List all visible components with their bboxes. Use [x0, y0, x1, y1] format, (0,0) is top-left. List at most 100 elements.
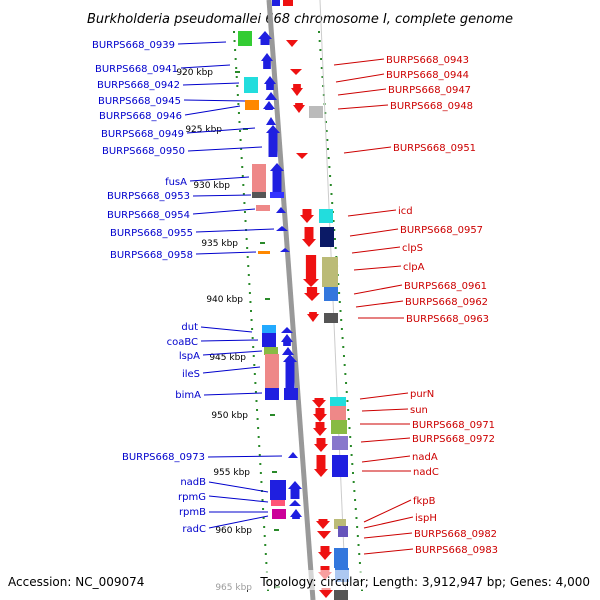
- guide-dot: [356, 535, 359, 537]
- guide-dot: [243, 202, 246, 204]
- gene-label: BURPS668_0957: [400, 225, 483, 236]
- guide-dot: [343, 364, 346, 366]
- gene-block: [334, 519, 346, 529]
- leader-line: [361, 408, 409, 412]
- gene-block: [332, 455, 348, 477]
- leader-line: [189, 176, 250, 182]
- guide-dot: [322, 85, 325, 87]
- guide-dot: [265, 562, 268, 564]
- reverse-gene-arrow: [300, 209, 314, 223]
- tick-mark: [260, 242, 265, 244]
- footer-backdrop: [0, 570, 600, 590]
- gene-block: [320, 227, 334, 247]
- guide-dot: [327, 148, 330, 150]
- guide-dot: [252, 346, 255, 348]
- guide-dot: [235, 67, 238, 69]
- guide-dot: [248, 292, 251, 294]
- tick-mark: [270, 414, 275, 416]
- topology-text: Topology: circular; Length: 3,912,947 bp…: [259, 575, 590, 589]
- guide-dot: [332, 220, 335, 222]
- gene-block: [244, 77, 258, 93]
- gene-block: [309, 106, 323, 118]
- guide-dot: [243, 211, 246, 213]
- gene-label: radC: [182, 524, 206, 535]
- leader-line: [349, 228, 399, 237]
- guide-dot: [347, 418, 350, 420]
- reverse-gene-arrow: [302, 227, 316, 247]
- gene-label: BURPS668_0943: [386, 55, 469, 66]
- gene-label: ispH: [415, 513, 437, 524]
- gene-block: [262, 333, 276, 347]
- gene-label: bimA: [175, 390, 201, 401]
- leader-line: [363, 499, 412, 523]
- gene-label: clpA: [403, 262, 425, 273]
- guide-dot: [250, 319, 253, 321]
- gene-label: BURPS668_0954: [107, 210, 190, 221]
- guide-dot: [234, 49, 237, 51]
- guide-dot: [252, 355, 255, 357]
- guide-dot: [233, 31, 235, 33]
- guide-dot: [342, 346, 345, 348]
- reverse-gene-arrow: [290, 69, 302, 75]
- guide-dot: [325, 130, 328, 132]
- gene-label: BURPS668_0961: [404, 281, 487, 292]
- leader-line: [208, 481, 269, 493]
- guide-dot: [246, 256, 249, 258]
- guide-dot: [244, 220, 247, 222]
- gene-label: BURPS668_0948: [390, 101, 473, 112]
- gene-label: BURPS668_0946: [99, 111, 182, 122]
- gene-block: [334, 590, 348, 600]
- tick-label: 945 kbp: [209, 353, 246, 363]
- leader-line: [359, 392, 409, 400]
- reverse-gene-arrow: [293, 103, 305, 113]
- leader-line: [195, 228, 275, 233]
- guide-dot: [351, 472, 354, 474]
- guide-dot: [242, 184, 245, 186]
- guide-dot: [258, 454, 261, 456]
- gene-label: BURPS668_0953: [107, 191, 190, 202]
- forward-gene-arrow: [281, 327, 293, 333]
- tick-label: 925 kbp: [185, 125, 222, 135]
- guide-dot: [349, 445, 352, 447]
- gene-block: [283, 0, 293, 6]
- tick-label: 930 kbp: [193, 181, 230, 191]
- leader-line: [186, 127, 256, 134]
- reverse-gene-arrow: [307, 312, 319, 322]
- guide-dot: [253, 364, 256, 366]
- guide-dot: [318, 31, 320, 33]
- gene-label: sun: [410, 405, 428, 416]
- tick-label: 940 kbp: [206, 295, 243, 305]
- tick-label: 955 kbp: [213, 468, 250, 478]
- guide-dot: [260, 481, 263, 483]
- guide-dot: [247, 274, 250, 276]
- gene-label: BURPS668_0955: [110, 228, 193, 239]
- gene-label: BURPS668_0944: [386, 70, 469, 81]
- leader-line: [208, 495, 269, 503]
- gene-block: [322, 257, 338, 287]
- gene-block: [265, 354, 279, 388]
- guide-dot: [264, 544, 267, 546]
- guide-dot: [240, 157, 243, 159]
- gene-block: [330, 397, 346, 407]
- gene-label: BURPS668_0941: [95, 64, 178, 75]
- guide-dot: [345, 391, 348, 393]
- gene-label: BURPS668_0962: [405, 297, 488, 308]
- forward-gene-arrow: [266, 125, 280, 157]
- gene-label: BURPS668_0983: [415, 545, 498, 556]
- guide-dot: [330, 193, 333, 195]
- forward-gene-arrow: [265, 92, 277, 100]
- gene-label: nadA: [412, 452, 438, 463]
- reverse-gene-arrow: [313, 408, 327, 422]
- gene-label: icd: [398, 206, 413, 217]
- gene-label: BURPS668_0958: [110, 250, 193, 261]
- guide-dot: [262, 517, 265, 519]
- forward-gene-arrow: [270, 163, 284, 197]
- gene-label: coaBC: [167, 337, 198, 348]
- guide-dot: [326, 139, 329, 141]
- guide-dot: [349, 436, 352, 438]
- gene-label: lspA: [179, 351, 200, 362]
- gene-label: fkpB: [413, 496, 436, 507]
- leader-line: [180, 64, 231, 69]
- gene-block: [258, 251, 270, 254]
- guide-dot: [329, 184, 332, 186]
